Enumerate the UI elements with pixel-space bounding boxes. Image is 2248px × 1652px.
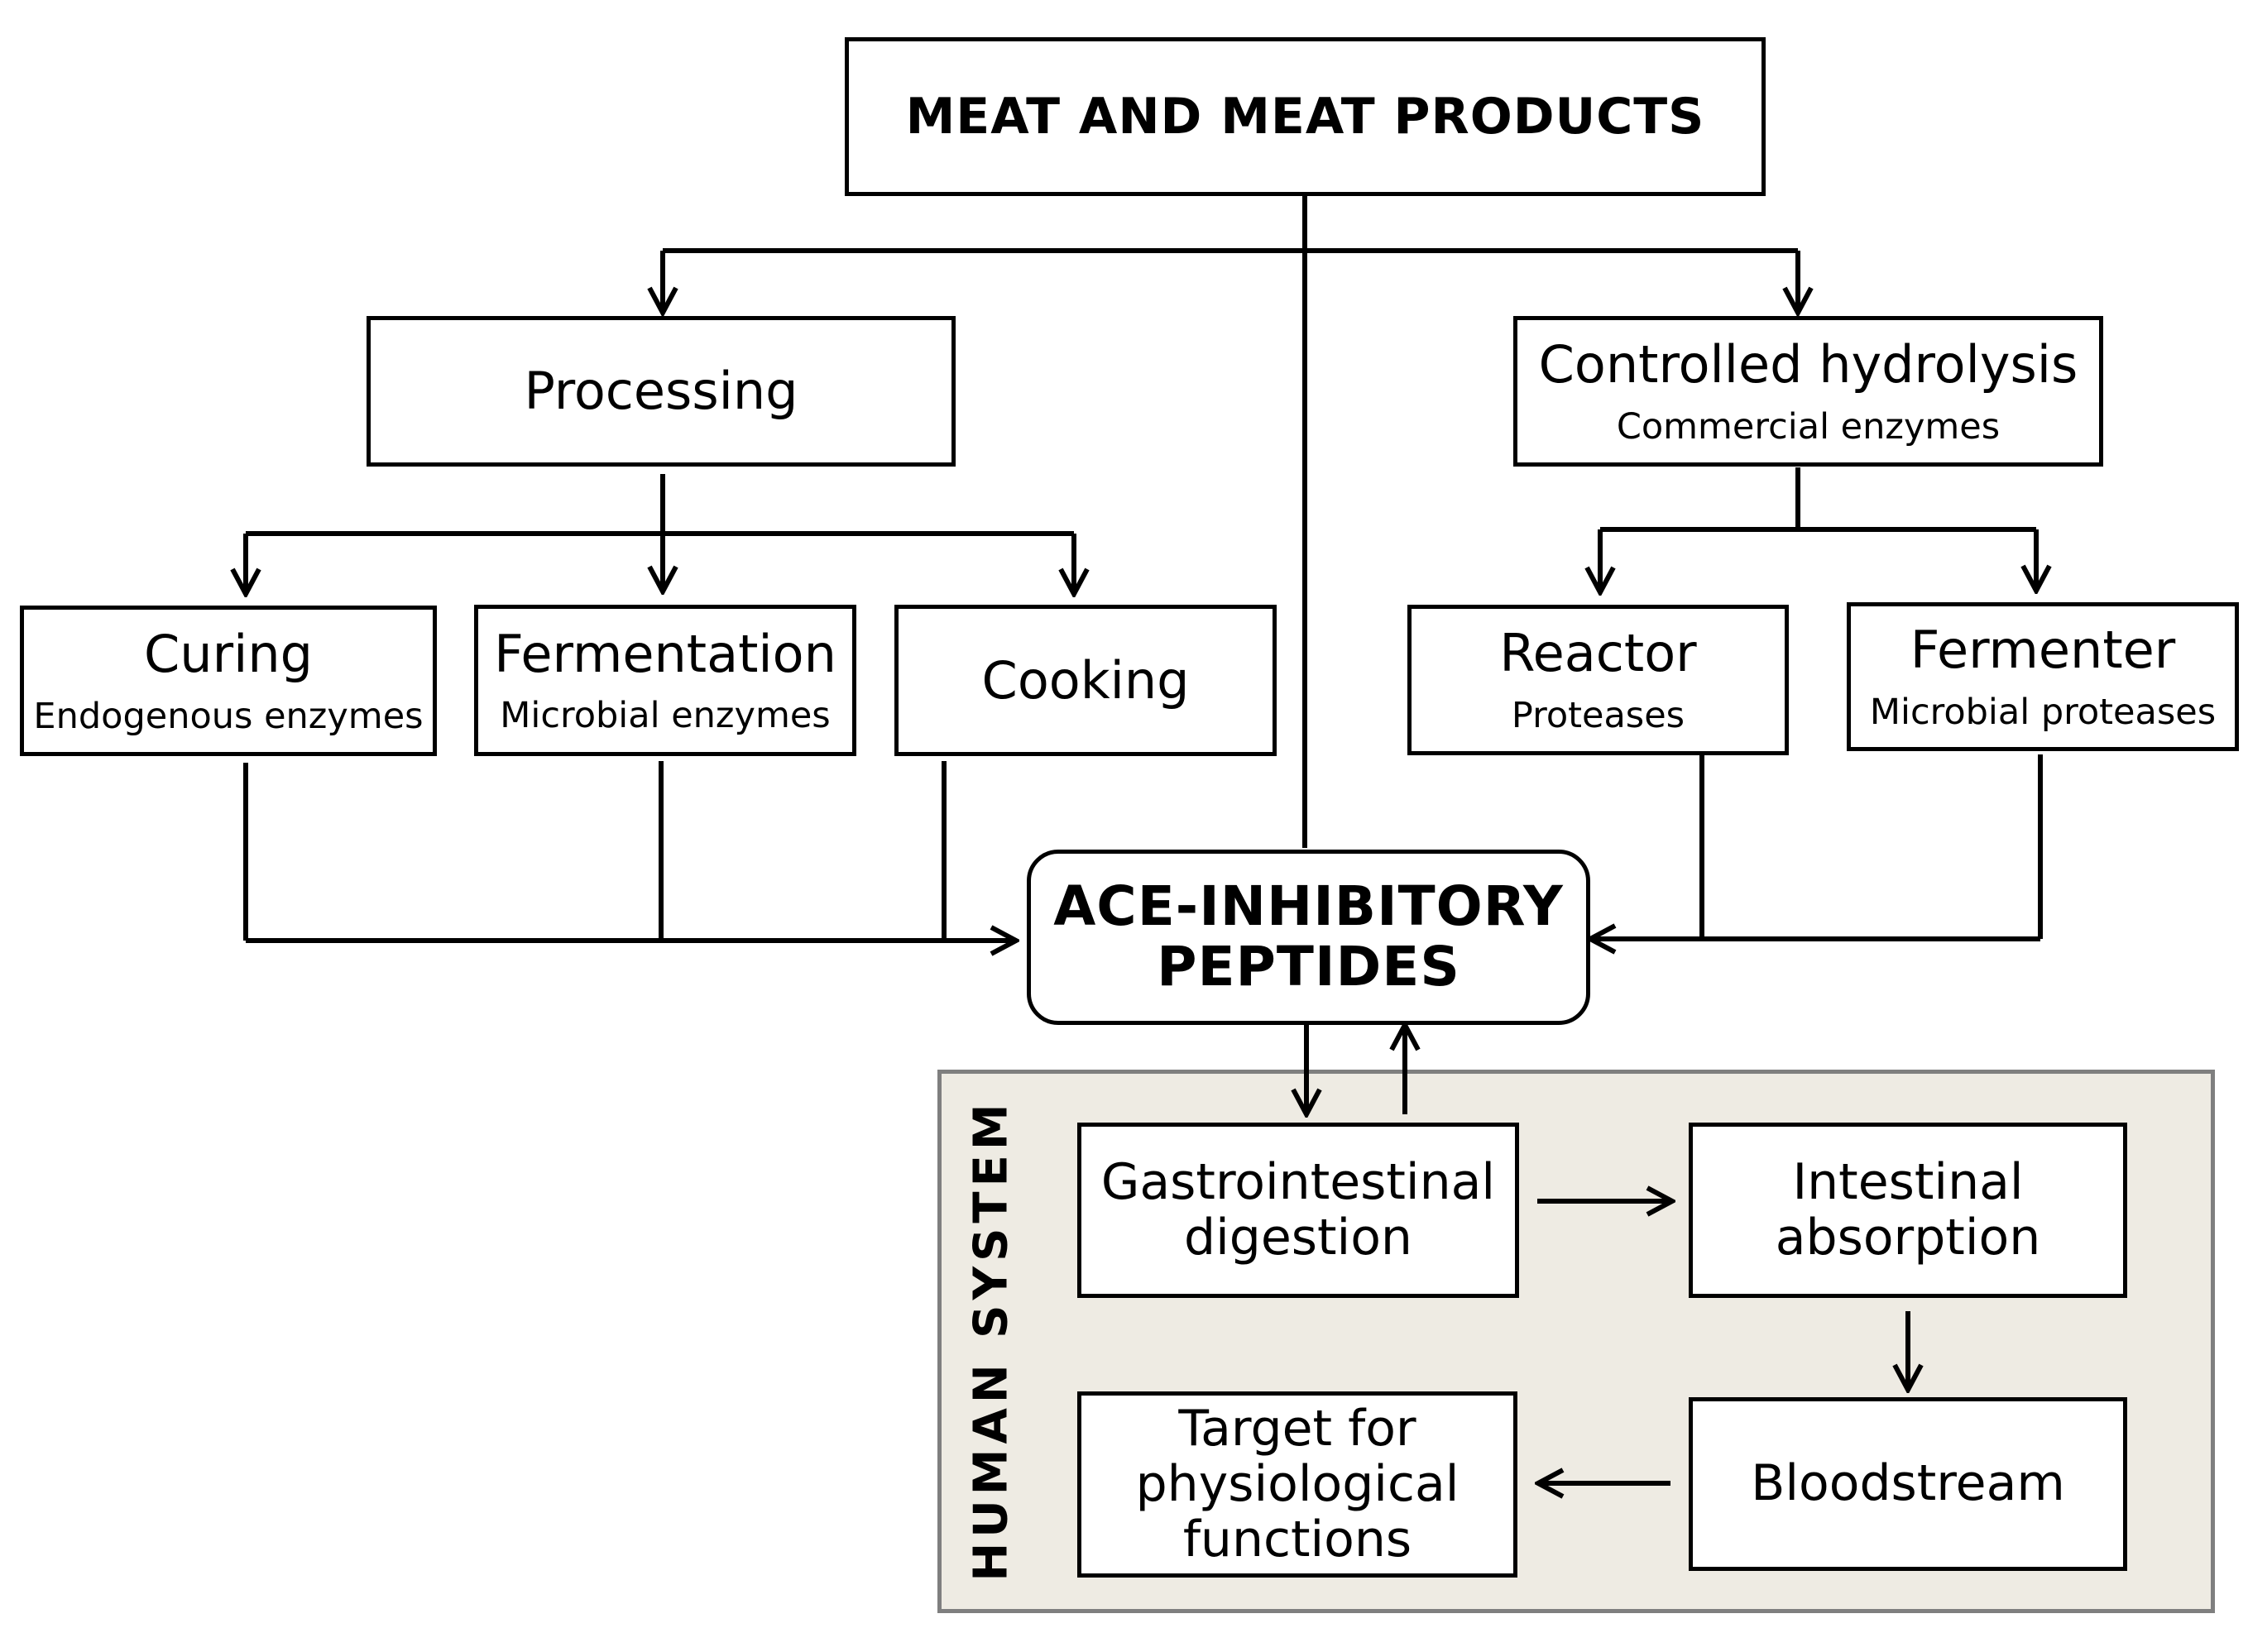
cooking-node: Cooking (894, 605, 1277, 756)
fermentation-node: Fermentation Microbial enzymes (474, 605, 856, 756)
gastro-node: Gastrointestinal digestion (1077, 1123, 1519, 1298)
reactor-node: Reactor Proteases (1407, 605, 1789, 755)
absorption-line-2: absorption (1775, 1209, 2041, 1267)
hydrolysis-node: Controlled hydrolysis Commercial enzymes (1513, 316, 2103, 467)
absorption-line-1: Intestinal (1792, 1152, 2024, 1211)
reactor-subtitle: Proteases (1511, 694, 1685, 736)
meat-products-title: MEAT AND MEAT PRODUCTS (905, 88, 1705, 146)
bloodstream-line-1: Bloodstream (1751, 1454, 2065, 1513)
processing-node: Processing (367, 316, 956, 467)
meat-products-node: MEAT AND MEAT PRODUCTS (845, 37, 1766, 196)
absorption-node: Intestinal absorption (1689, 1123, 2127, 1298)
gastro-line-1: Gastrointestinal (1100, 1152, 1496, 1211)
ace-line-1: ACE-INHIBITORY (1053, 874, 1564, 939)
fermenter-subtitle: Microbial proteases (1869, 691, 2217, 733)
fermentation-subtitle: Microbial enzymes (500, 695, 831, 737)
ace-peptides-node: ACE-INHIBITORY PEPTIDES (1027, 850, 1590, 1025)
fermenter-node: Fermenter Microbial proteases (1847, 602, 2239, 751)
curing-title: Curing (144, 624, 313, 685)
target-line-1: Target for (1178, 1399, 1416, 1458)
target-line-2: physiological (1135, 1454, 1460, 1513)
ace-line-2: PEPTIDES (1157, 935, 1460, 998)
curing-subtitle: Endogenous enzymes (33, 695, 424, 737)
bloodstream-node: Bloodstream (1689, 1397, 2127, 1571)
curing-node: Curing Endogenous enzymes (20, 606, 437, 756)
fermenter-title: Fermenter (1910, 620, 2176, 681)
hydrolysis-title: Controlled hydrolysis (1538, 334, 2078, 395)
target-line-3: functions (1182, 1511, 1412, 1569)
hydrolysis-subtitle: Commercial enzymes (1616, 405, 2001, 448)
processing-title: Processing (524, 361, 798, 422)
reactor-title: Reactor (1499, 623, 1697, 684)
fermentation-title: Fermentation (494, 623, 836, 684)
target-node: Target for physiological functions (1077, 1391, 1517, 1578)
cooking-title: Cooking (981, 649, 1190, 711)
gastro-line-2: digestion (1184, 1209, 1412, 1267)
